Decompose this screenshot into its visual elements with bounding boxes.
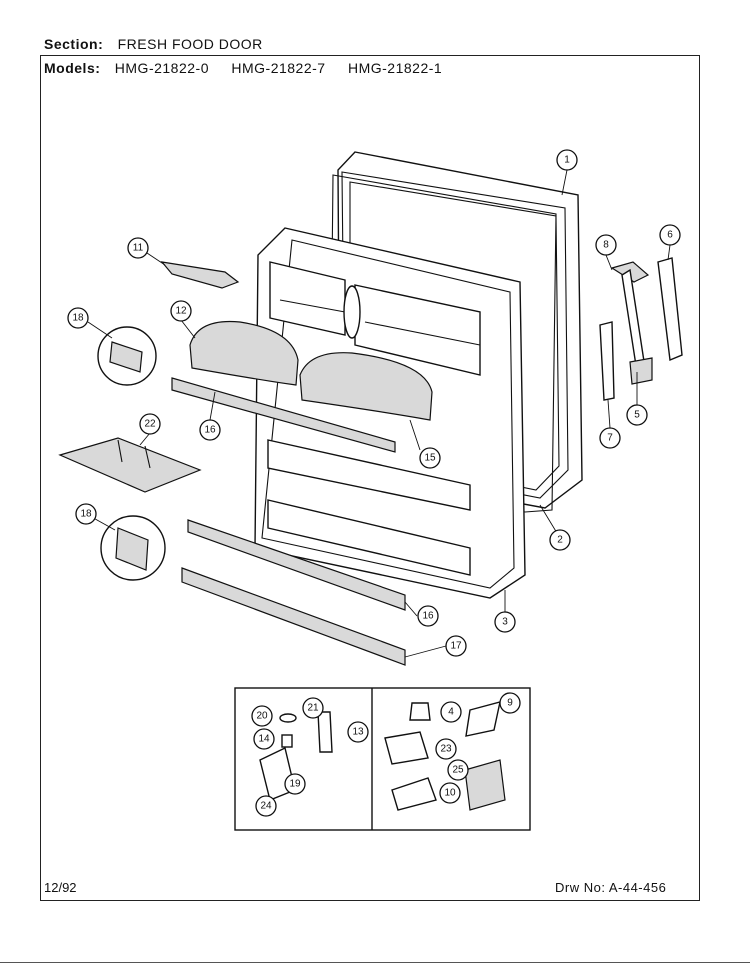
svg-text:10: 10: [444, 788, 456, 799]
callout-13: 13: [347, 721, 369, 743]
svg-text:19: 19: [289, 779, 301, 790]
section-label: Section:: [44, 36, 104, 52]
svg-text:20: 20: [256, 711, 268, 722]
shelf-bar-16-lower: [187, 519, 406, 611]
models-label: Models:: [44, 60, 101, 76]
callout-6: 6: [659, 224, 681, 246]
svg-text:11: 11: [133, 243, 144, 254]
svg-text:21: 21: [307, 703, 319, 714]
section-header: Section: FRESH FOOD DOOR: [44, 36, 281, 52]
svg-text:6: 6: [667, 230, 673, 241]
callout-25: 25: [447, 759, 469, 781]
svg-text:18: 18: [80, 509, 92, 520]
svg-text:5: 5: [634, 410, 640, 421]
svg-text:17: 17: [450, 641, 462, 652]
callout-24: 24: [255, 795, 277, 817]
callout-5: 5: [626, 404, 648, 426]
svg-text:13: 13: [352, 727, 364, 738]
svg-text:18: 18: [72, 313, 84, 324]
section-value: FRESH FOOD DOOR: [117, 36, 263, 52]
svg-text:14: 14: [258, 734, 270, 745]
door-bin-12: [189, 320, 299, 386]
callout-16-lower: 16: [417, 605, 439, 627]
callout-19: 19: [284, 773, 306, 795]
callout-16-upper: 16: [199, 419, 221, 441]
svg-text:16: 16: [422, 611, 434, 622]
detail-circle-18-lower: [100, 515, 166, 581]
shelf-bar-17: [181, 567, 406, 666]
bottom-rule: [0, 962, 750, 963]
drawing-number: Drw No: A-44-456: [555, 880, 667, 895]
svg-text:2: 2: [557, 535, 563, 546]
callout-11: 11: [127, 237, 149, 259]
callout-23: 23: [435, 738, 457, 760]
egg-tray-22: [58, 437, 202, 493]
callout-14: 14: [253, 728, 275, 750]
svg-text:23: 23: [440, 744, 452, 755]
svg-text:12: 12: [175, 306, 187, 317]
model-number-2: HMG-21822-7: [231, 60, 326, 76]
callout-9: 9: [499, 692, 521, 714]
revision-date: 12/92: [44, 880, 77, 895]
callout-12: 12: [170, 300, 192, 322]
callout-17: 17: [445, 635, 467, 657]
detail-circle-18-upper: [97, 326, 157, 386]
callout-3: 3: [494, 611, 516, 633]
callout-22: 22: [139, 413, 161, 435]
svg-text:22: 22: [144, 419, 156, 430]
model-number-1: HMG-21822-0: [114, 60, 209, 76]
svg-text:3: 3: [502, 617, 508, 628]
callout-18-lower: 18: [75, 503, 97, 525]
svg-text:24: 24: [260, 801, 272, 812]
model-number-3: HMG-21822-1: [347, 60, 443, 76]
svg-text:1: 1: [564, 155, 570, 166]
callout-4: 4: [440, 701, 462, 723]
svg-text:16: 16: [204, 425, 216, 436]
svg-text:9: 9: [507, 698, 513, 709]
callout-8: 8: [595, 234, 617, 256]
callout-1: 1: [556, 149, 578, 171]
dairy-door-11: [160, 261, 240, 289]
shelf-bar-16-upper: [171, 377, 396, 453]
upper-shelves: [269, 261, 481, 376]
door-bin-15: [299, 352, 433, 421]
callout-18-upper: 18: [67, 307, 89, 329]
detail-box: [234, 687, 531, 831]
svg-text:25: 25: [452, 765, 464, 776]
svg-text:15: 15: [424, 453, 436, 464]
svg-text:4: 4: [448, 707, 454, 718]
lower-shelves: [267, 439, 471, 576]
drawing-frame: [40, 55, 700, 901]
callout-21: 21: [302, 697, 324, 719]
svg-text:8: 8: [603, 240, 609, 251]
callout-20: 20: [251, 705, 273, 727]
hinge-parts: [599, 257, 683, 401]
callout-10: 10: [439, 782, 461, 804]
svg-text:7: 7: [607, 433, 613, 444]
callout-15: 15: [419, 447, 441, 469]
callout-7: 7: [599, 427, 621, 449]
callout-2: 2: [549, 529, 571, 551]
models-header: Models: HMG-21822-0 HMG-21822-7 HMG-2182…: [44, 60, 460, 76]
